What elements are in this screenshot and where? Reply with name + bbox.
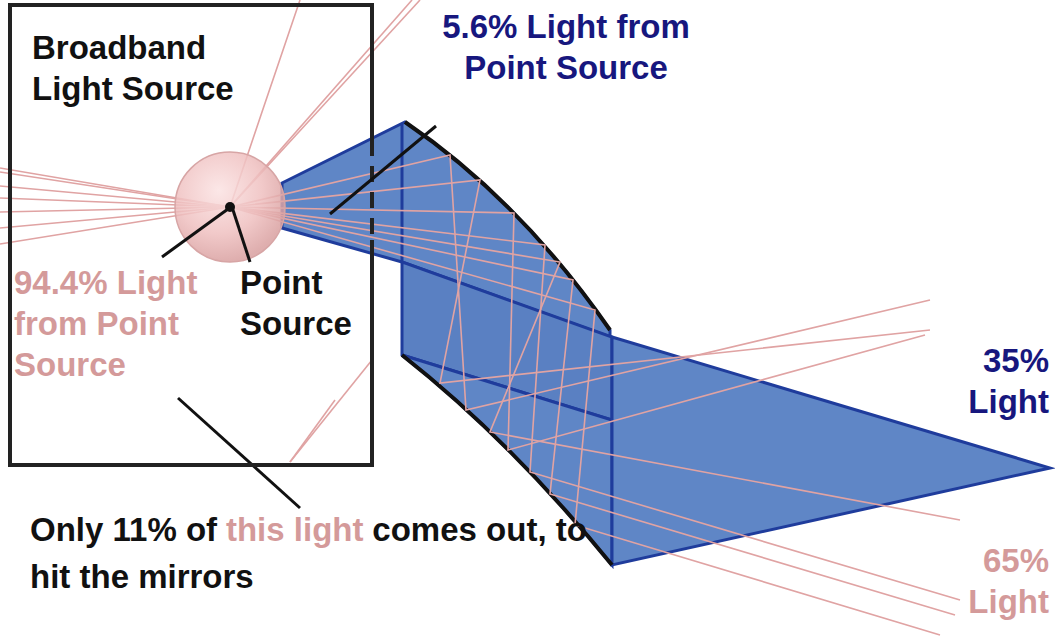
note-text: this light [226,511,363,548]
part-label: Point Source [240,262,368,344]
fraction-label: 65% Light [935,540,1049,622]
light-source-box: Broadband Light Source [8,3,374,467]
leader-line [162,126,436,508]
fraction-label: 94.4% Light from Point Source [14,262,230,385]
light-rays [0,0,960,635]
fraction-label: 5.6% Light from Point Source [440,6,692,88]
box-title: Broadband Light Source [32,27,264,109]
housing-edge [370,3,374,467]
output-beam [612,337,1050,565]
fraction-label: 35% Light [935,340,1049,422]
source-sphere [175,152,285,262]
note-text: Only 11% of [30,511,217,548]
mirror-curve [405,122,610,330]
note-block: Only 11% ofthis lightcomes out, to hit t… [30,506,590,600]
